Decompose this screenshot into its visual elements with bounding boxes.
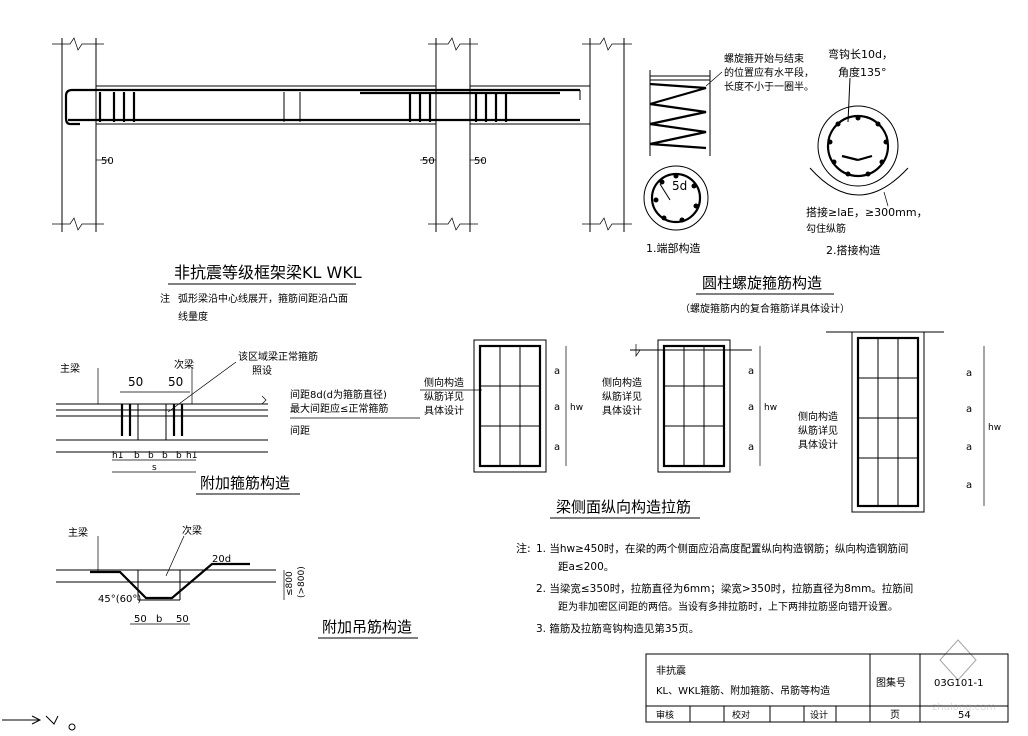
note-2b: 距为非加密区间距的两倍。当设有多排拉筋时，上下两排拉筋竖向错开设置。 xyxy=(558,600,898,613)
sb3-a-1: a xyxy=(966,368,972,379)
tb-line2: KL、WKL箍筋、附加箍筋、吊筋等构造 xyxy=(656,684,830,697)
spiral-end-dim: 5d xyxy=(672,179,687,193)
sb1-a-2: a xyxy=(554,402,560,413)
hanger-dim-3: 50 xyxy=(176,614,189,625)
as-b-2: b xyxy=(148,451,154,461)
note-3: 3. 箍筋及拉筋弯钩构造见第35页。 xyxy=(536,622,699,635)
spiral-label-1: 1.端部构造 xyxy=(646,241,701,255)
hanger-bar-detail: 主梁 次梁 20d 45°(60°) ≤800 (>800) 50 b 50 附… xyxy=(56,524,418,639)
watermark: zhulong.com xyxy=(932,639,996,713)
sb3-label-3: 具体设计 xyxy=(798,438,838,451)
side-bar-sections: a a a hw 侧向构造 纵筋详见 具体设计 a a a hw 侧向构造 纵筋… xyxy=(420,331,1001,519)
additional-stirrup-detail: 主梁 次梁 50 50 该区域梁正常箍筋 照设 间距8d(d为箍筋直径) 最大间… xyxy=(56,350,420,495)
spiral-note-3: 长度不小于一圈半。 xyxy=(724,80,814,93)
hanger-title: 附加吊筋构造 xyxy=(322,618,412,636)
spiral-note-2: 的位置应有水平段， xyxy=(724,66,814,79)
spiral-hook-1: 弯钩长10d， xyxy=(828,47,893,61)
hanger-dim-1: 50 xyxy=(134,614,147,625)
as-title: 附加箍筋构造 xyxy=(200,474,290,492)
note-2a: 2. 当梁宽≤350时，拉筋直径为6mm；梁宽>350时，拉筋直径为8mm。拉筋… xyxy=(536,582,913,595)
spiral-label-2: 2.搭接构造 xyxy=(826,243,881,257)
tb-check: 校对 xyxy=(732,709,750,721)
sb2-a-2: a xyxy=(748,402,754,413)
hanger-angle: 45°(60°) xyxy=(98,594,141,605)
spiral-subtitle: （螺旋箍筋内的复合箍筋详具体设计） xyxy=(680,302,850,315)
notes-prefix: 注: xyxy=(516,541,531,555)
as-s: s xyxy=(152,463,157,473)
frame-beam-title: 非抗震等级框架梁KL WKL xyxy=(174,263,362,282)
as-note-1: 该区域梁正常箍筋 xyxy=(238,350,318,363)
frame-beam-note-line2: 线量度 xyxy=(178,310,208,323)
sb3-a-3: a xyxy=(966,442,972,453)
tb-atlas-label: 图集号 xyxy=(876,676,906,689)
frame-beam-note-line1: 弧形梁沿中心线展开，箍筋间距沿凸面 xyxy=(178,292,348,305)
as-b-1: b xyxy=(134,451,140,461)
sb1-label-1: 侧向构造 xyxy=(424,376,464,389)
sb2-label-1: 侧向构造 xyxy=(602,376,642,389)
beam-dim-mid: 50 xyxy=(422,156,435,167)
sb3-a-2: a xyxy=(966,404,972,415)
hanger-dim-2: b xyxy=(156,614,162,625)
general-notes: 注: 1. 当hw≥450时，在梁的两个侧面应沿高度配置纵向构造钢筋；纵向构造钢… xyxy=(516,541,913,635)
title-block: 非抗震 KL、WKL箍筋、附加箍筋、吊筋等构造 图集号 03G101-1 审核 … xyxy=(645,653,1009,723)
as-note-2: 照设 xyxy=(252,365,272,377)
side-bars-title: 梁侧面纵向构造拉筋 xyxy=(556,498,691,516)
as-main-beam: 主梁 xyxy=(60,362,80,375)
hanger-height-1: ≤800 xyxy=(285,571,295,596)
as-secondary-beam: 次梁 xyxy=(174,358,194,371)
as-spacing-3: 间距 xyxy=(290,424,310,437)
tb-page-label: 页 xyxy=(890,709,900,721)
sb3-label-2: 纵筋详见 xyxy=(798,424,838,437)
sb2-a-3: a xyxy=(748,442,754,453)
sb2-label-3: 具体设计 xyxy=(602,404,642,417)
spiral-note-1: 螺旋箍开始与结束 xyxy=(724,52,804,65)
note-1a: 1. 当hw≥450时，在梁的两个侧面应沿高度配置纵向构造钢筋；纵向构造钢筋间 xyxy=(536,542,908,555)
hanger-height-2: (>800) xyxy=(297,566,307,598)
tb-review: 审核 xyxy=(656,709,674,721)
as-dim-left: 50 xyxy=(128,375,143,389)
watermark-text: zhulong.com xyxy=(932,702,996,713)
sb2-label-2: 纵筋详见 xyxy=(602,390,642,403)
tb-atlas-no: 03G101-1 xyxy=(934,678,984,689)
sb1-label-3: 具体设计 xyxy=(424,404,464,417)
spiral-lap-2: 勾住纵筋 xyxy=(806,222,846,235)
as-h1-left: h1 xyxy=(112,451,123,461)
spiral-lap-1: 搭接≥laE，≥300mm， xyxy=(806,206,928,219)
sb2-hw: hw xyxy=(764,403,777,413)
sb3-label-1: 侧向构造 xyxy=(798,410,838,423)
spiral-title: 圆柱螺旋箍筋构造 xyxy=(702,274,822,292)
hanger-main-beam: 主梁 xyxy=(68,526,88,539)
as-dim-right: 50 xyxy=(168,375,183,389)
sb2-a-1: a xyxy=(748,366,754,377)
sb3-hw: hw xyxy=(988,423,1001,433)
sb1-hw: hw xyxy=(570,403,583,413)
sb1-a-3: a xyxy=(554,442,560,453)
as-b-3: b xyxy=(162,451,168,461)
note-1b: 距a≤200。 xyxy=(558,561,614,573)
frame-beam-note-prefix: 注 xyxy=(160,292,170,305)
beam-dim-right: 50 xyxy=(474,156,487,167)
hanger-secondary-beam: 次梁 xyxy=(182,524,202,537)
axis-arrow xyxy=(2,715,76,731)
tb-line1: 非抗震 xyxy=(656,664,686,677)
spiral-stirrup-detail: 螺旋箍开始与结束 的位置应有水平段， 长度不小于一圈半。 5d 1.端部构造 弯 xyxy=(643,47,928,315)
hanger-20d: 20d xyxy=(212,554,231,565)
sb1-a-1: a xyxy=(554,366,560,377)
as-h1-right: h1 xyxy=(186,451,197,461)
sb3-a-4: a xyxy=(966,480,972,491)
as-spacing-1: 间距8d(d为箍筋直径) xyxy=(290,388,387,401)
spiral-hook-2: 角度135° xyxy=(838,65,887,79)
as-spacing-2: 最大间距应≤正常箍筋 xyxy=(290,402,388,415)
as-b-4: b xyxy=(176,451,182,461)
sb1-label-2: 纵筋详见 xyxy=(424,390,464,403)
tb-page-no: 54 xyxy=(958,710,971,721)
frame-beam-elevation: 50 50 50 非抗震等级框架梁KL WKL 注 弧形梁沿中心线展开，箍筋间距… xyxy=(52,37,632,323)
beam-dim-left: 50 xyxy=(101,156,114,167)
tb-design: 设计 xyxy=(810,709,828,721)
